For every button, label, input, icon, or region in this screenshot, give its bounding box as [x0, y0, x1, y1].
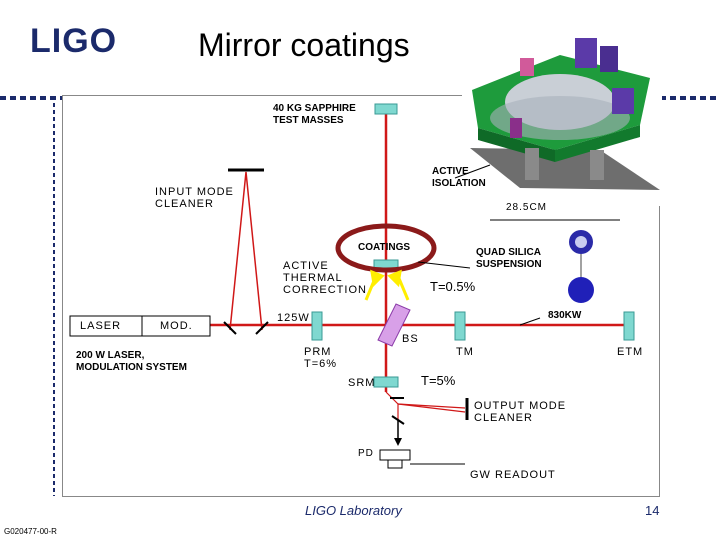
coatings-label: COATINGS	[358, 242, 411, 253]
pd-label: PD	[358, 448, 374, 459]
mod-label: MOD.	[160, 320, 193, 332]
imc-left-mirror	[223, 321, 237, 335]
footer-lab: LIGO Laboratory	[305, 503, 402, 518]
etm-label: ETM	[617, 346, 644, 358]
laser-beam-paths	[210, 112, 630, 420]
thermal-correction-arrows	[364, 269, 410, 301]
coatings-highlight-ring	[335, 223, 437, 273]
mod-box	[141, 315, 211, 337]
prm-label: PRM T=6%	[304, 346, 338, 370]
srm-label: SRM	[348, 377, 376, 389]
input-mode-cleaner-label: INPUT MODE CLEANER	[155, 186, 234, 210]
transmission-label: T=0.5%	[430, 279, 476, 294]
test-masses-label: 40 KG SAPPHIRE TEST MASSES	[273, 103, 356, 126]
gw-readout-label: GW READOUT	[470, 469, 556, 481]
srm-mirror	[373, 376, 399, 388]
srm-transmission-label: T=5%	[421, 373, 456, 388]
quad-suspension-icon	[568, 230, 594, 303]
prm-mirror	[311, 311, 323, 341]
bs-label: BS	[402, 333, 419, 345]
etm-mirror	[623, 311, 635, 341]
tm-label: TM	[456, 346, 474, 358]
end-test-mass-top	[374, 103, 398, 115]
photodetector	[379, 449, 465, 469]
active-isolation-label: ACTIVE ISOLATION	[432, 166, 486, 189]
isolation-platform-image	[462, 18, 662, 206]
output-mode-cleaner-label: OUTPUT MODE CLEANER	[474, 400, 567, 424]
callout-arrows	[417, 164, 541, 326]
page-number: 14	[645, 503, 660, 518]
dimension-label: 28.5CM	[506, 202, 548, 213]
imc-right-mirror	[255, 321, 269, 335]
laser-system-label: 200 W LASER, MODULATION SYSTEM	[76, 350, 187, 373]
itm-mirror	[454, 311, 466, 341]
left-rule	[53, 96, 55, 496]
thermal-correction-label: ACTIVE THERMAL CORRECTION	[283, 260, 367, 296]
ligo-logo: LIGO	[30, 22, 118, 60]
slide-title: Mirror coatings	[198, 27, 410, 63]
arm-power-label: 830KW	[548, 310, 582, 321]
quad-suspension-label: QUAD SILICA SUSPENSION	[476, 247, 542, 270]
input-power-label: 125W	[277, 312, 310, 324]
laser-label: LASER	[80, 320, 122, 332]
document-id: G020477-00-R	[4, 527, 57, 536]
beamsplitter	[377, 303, 411, 347]
